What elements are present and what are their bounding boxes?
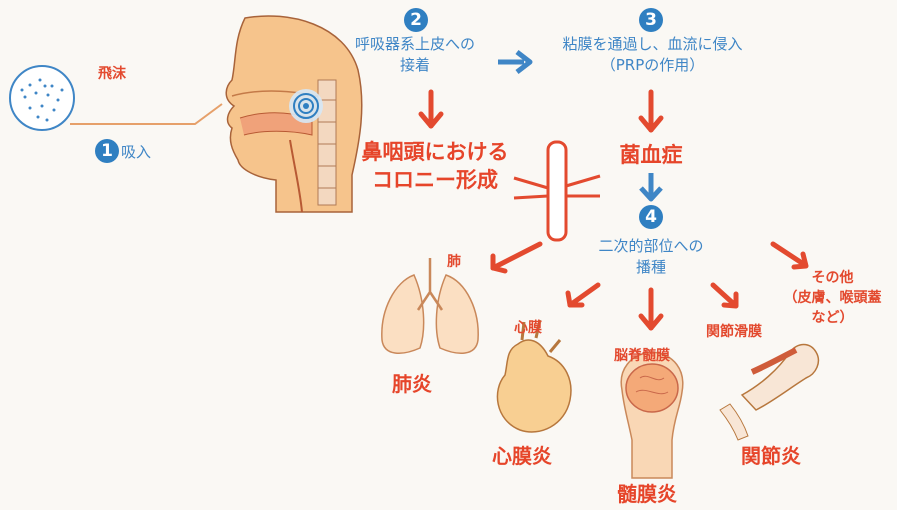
arrow-lung <box>493 244 540 268</box>
arrow-joint <box>713 285 735 305</box>
arrow-heart <box>570 285 598 305</box>
droplet-label: 飛沫 <box>98 63 126 83</box>
step-1-label: 吸入 <box>121 141 151 162</box>
step-1-badge: 1 <box>95 139 119 163</box>
droplet-icon <box>10 66 74 130</box>
joint-organ-label: 関節滑膜 <box>706 322 762 342</box>
other-sites-label: その他 （皮膚、喉頭蓋 など） <box>770 268 895 328</box>
step-2-label: 呼吸器系上皮への 接着 <box>340 34 490 76</box>
pericarditis-label: 心膜炎 <box>492 440 552 469</box>
joint-arm-icon <box>720 345 818 441</box>
bacteremia-label: 菌血症 <box>601 141 701 169</box>
step-4-label: 二次的部位への 播種 <box>586 236 716 278</box>
arthritis-label: 関節炎 <box>741 440 801 469</box>
lungs-icon <box>382 258 478 353</box>
pneumonia-label: 肺炎 <box>392 368 432 397</box>
step-4-badge: 4 <box>639 205 663 229</box>
target-icon <box>289 89 323 123</box>
step-2-badge: 2 <box>404 8 428 32</box>
brain-head-icon <box>621 352 683 478</box>
arrow-other <box>773 244 805 265</box>
step-3-label: 粘膜を通過し、血流に侵入 （PRPの作用） <box>545 34 760 76</box>
step-3-badge: 3 <box>639 8 663 32</box>
colony-label: 鼻咽頭における コロニー形成 <box>355 138 515 194</box>
inhalation-line <box>70 104 222 124</box>
meningitis-label: 髄膜炎 <box>617 478 677 507</box>
heart-organ-label: 心膜 <box>514 318 542 338</box>
lung-organ-label: 肺 <box>447 252 461 272</box>
blood-vessel-icon <box>514 142 600 240</box>
brain-organ-label: 脳脊髄膜 <box>614 346 670 366</box>
